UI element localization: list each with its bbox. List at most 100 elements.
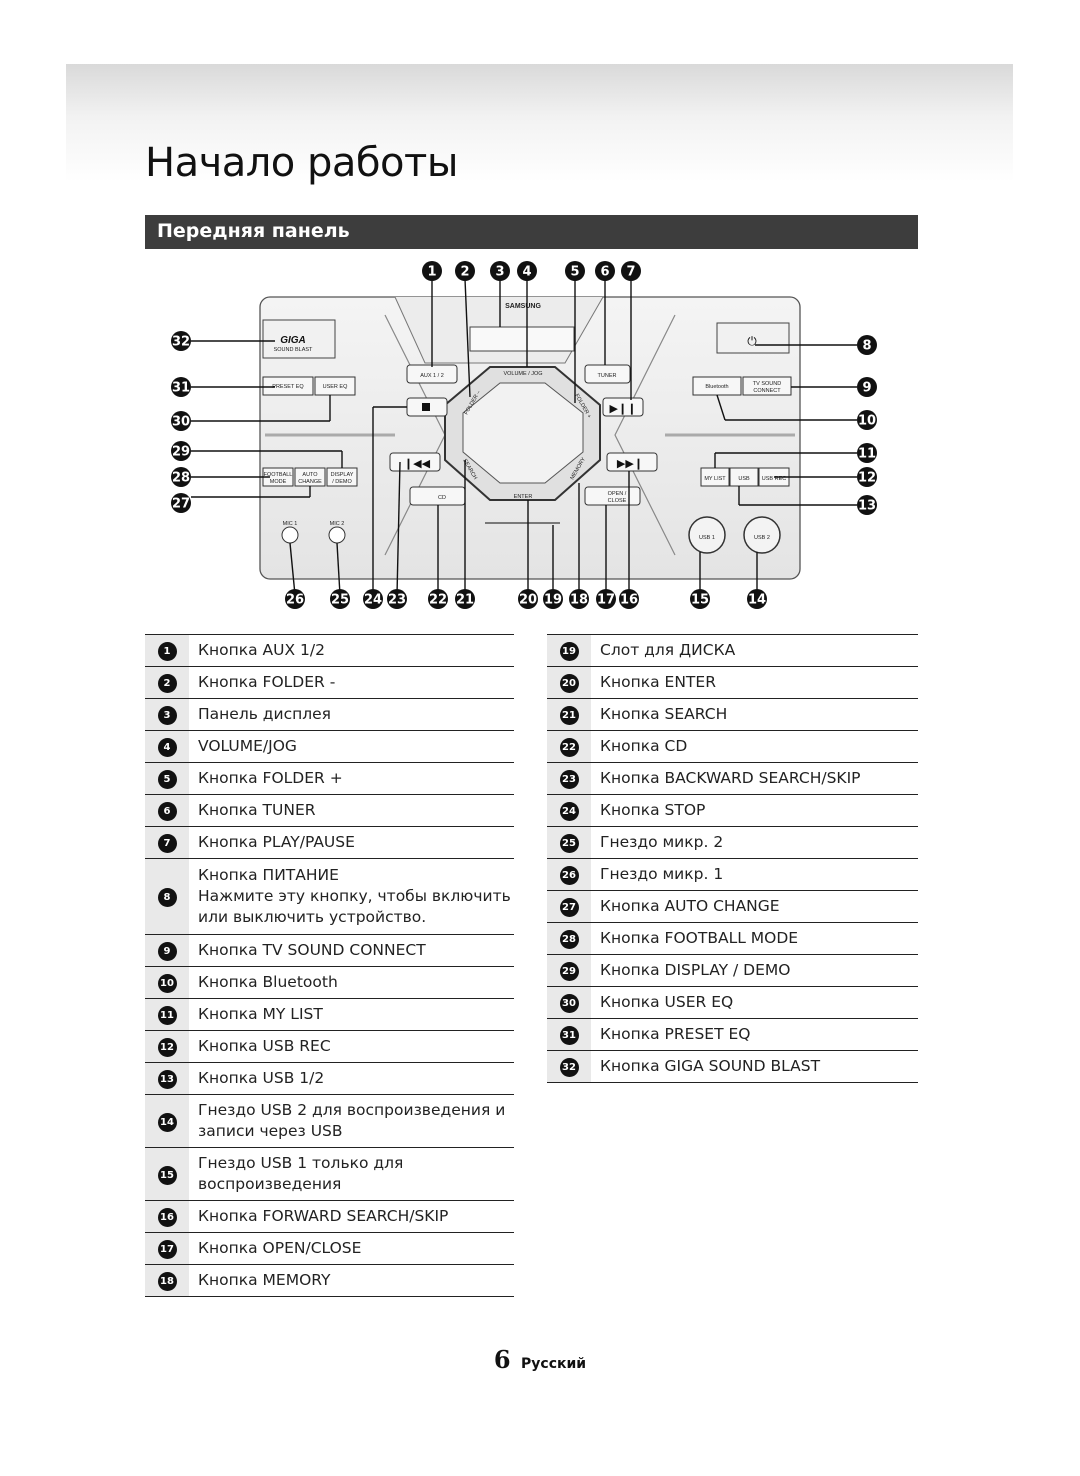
backward-skip-button[interactable] xyxy=(389,452,441,472)
power-button[interactable] xyxy=(716,322,790,354)
callout-29: 29 xyxy=(171,441,191,461)
legend-description-cell: Кнопка Bluetooth xyxy=(189,966,514,999)
legend-row: 7 Кнопка PLAY/PAUSE xyxy=(145,826,514,859)
svg-text:13: 13 xyxy=(858,499,876,514)
legend-description-cell: Кнопка TUNER xyxy=(189,794,514,827)
svg-text:21: 21 xyxy=(456,593,474,608)
usb1-port[interactable] xyxy=(688,516,726,554)
svg-text:1: 1 xyxy=(427,265,436,280)
svg-text:27: 27 xyxy=(172,497,190,512)
tv-sound-connect-button[interactable] xyxy=(742,376,792,396)
tuner-button[interactable] xyxy=(584,364,631,384)
open-close-label-1: OPEN / xyxy=(608,491,627,497)
svg-text:7: 7 xyxy=(626,265,635,280)
svg-text:12: 12 xyxy=(858,471,876,486)
legend-description-cell: Кнопка STOP xyxy=(591,794,918,827)
legend-number-cell: 14 xyxy=(145,1094,189,1148)
legend-description-line: Нажмите эту кнопку, чтобы включить xyxy=(198,887,511,905)
legend-number-cell: 27 xyxy=(547,890,591,923)
legend-number-badge: 18 xyxy=(157,1272,177,1291)
legend-description-line: Кнопка USB 1/2 xyxy=(198,1069,325,1087)
legend-number-badge: 6 xyxy=(157,802,177,821)
user-eq-button[interactable] xyxy=(314,376,356,396)
legend-description-cell: Кнопка AUX 1/2 xyxy=(189,634,514,667)
legend-number-cell: 12 xyxy=(145,1030,189,1063)
legend-number-badge: 24 xyxy=(559,802,579,821)
legend-description-line: Кнопка DISPLAY / DEMO xyxy=(600,961,791,979)
usb-button[interactable] xyxy=(729,467,759,487)
legend-description-cell: Кнопка MEMORY xyxy=(189,1264,514,1297)
callout-28: 28 xyxy=(171,467,191,487)
svg-text:25: 25 xyxy=(331,593,349,608)
mic2-jack[interactable] xyxy=(328,526,346,544)
legend-number-badge: 4 xyxy=(157,738,177,757)
callout-6: 6 xyxy=(595,261,615,281)
callout-15: 15 xyxy=(690,589,710,609)
usb2-port[interactable] xyxy=(743,516,781,554)
svg-text:17: 17 xyxy=(597,593,615,608)
page-footer: 6 Русский xyxy=(0,1345,1080,1374)
legend-description-line: Кнопка BACKWARD SEARCH/SKIP xyxy=(600,769,861,787)
legend-description-line: Кнопка USER EQ xyxy=(600,993,734,1011)
right-groove xyxy=(614,314,676,556)
callout-1: 1 xyxy=(422,261,442,281)
legend-description-cell: Кнопка OPEN/CLOSE xyxy=(189,1232,514,1265)
volume-jog-center[interactable] xyxy=(462,382,584,484)
legend-number-badge: 23 xyxy=(559,770,579,789)
power-icon: ⏻ xyxy=(747,334,757,348)
display-panel xyxy=(469,326,575,352)
svg-text:15: 15 xyxy=(691,593,709,608)
svg-text:18: 18 xyxy=(570,593,588,608)
legend-description-line: Кнопка FORWARD SEARCH/SKIP xyxy=(198,1207,449,1225)
svg-text:4: 4 xyxy=(522,265,531,280)
callout-21: 21 xyxy=(455,589,475,609)
giga-sound-blast-button[interactable] xyxy=(262,319,336,359)
legend-number-badge: 19 xyxy=(559,642,579,661)
legend-number-badge: 15 xyxy=(157,1165,177,1185)
legend-description-line: Кнопка ENTER xyxy=(600,673,716,691)
legend-description-line: Кнопка FOOTBALL MODE xyxy=(600,929,799,947)
legend-description-line: Кнопка USB REC xyxy=(198,1037,331,1055)
legend-number-cell: 20 xyxy=(547,666,591,699)
mic1-jack[interactable] xyxy=(281,526,299,544)
forward-skip-icon: ▶▶❙ xyxy=(617,458,643,470)
legend-description-line: Кнопка FOLDER - xyxy=(198,673,336,691)
legend-description-line: Кнопка PLAY/PAUSE xyxy=(198,833,355,851)
forward-skip-button[interactable] xyxy=(606,452,658,472)
legend-number-cell: 25 xyxy=(547,826,591,859)
legend-number-cell: 13 xyxy=(145,1062,189,1095)
display-demo-label-1: DISPLAY xyxy=(331,472,354,478)
legend-number-cell: 7 xyxy=(145,826,189,859)
section-header: Передняя панель xyxy=(145,215,918,249)
legend-number-badge: 9 xyxy=(157,942,177,961)
legend-description-cell: Гнездо микр. 1 xyxy=(591,858,918,891)
svg-text:22: 22 xyxy=(429,593,447,608)
legend-number-badge: 28 xyxy=(559,930,579,949)
legend-description-cell: VOLUME/JOG xyxy=(189,730,514,763)
legend-number-cell: 3 xyxy=(145,698,189,731)
legend-description-line: Кнопка SEARCH xyxy=(600,705,728,723)
open-close-button[interactable] xyxy=(584,486,641,506)
legend-description-cell: Кнопка SEARCH xyxy=(591,698,918,731)
open-close-label-2: CLOSE xyxy=(608,498,627,504)
svg-text:8: 8 xyxy=(862,339,871,354)
svg-text:2: 2 xyxy=(460,265,469,280)
preset-eq-button[interactable] xyxy=(262,376,314,396)
legend-number-badge: 8 xyxy=(157,888,177,907)
legend-description-cell: Кнопка GIGA SOUND BLAST xyxy=(591,1050,918,1083)
callout-12: 12 xyxy=(857,467,877,487)
callout-10: 10 xyxy=(857,410,877,430)
play-pause-button[interactable] xyxy=(602,397,644,417)
svg-text:32: 32 xyxy=(172,335,190,350)
legend-row: 12 Кнопка USB REC xyxy=(145,1030,514,1063)
callout-17: 17 xyxy=(596,589,616,609)
callout-leaders xyxy=(191,278,857,596)
legend-description-cell: Кнопка USB 1/2 xyxy=(189,1062,514,1095)
legend-description-cell: Гнездо микр. 2 xyxy=(591,826,918,859)
